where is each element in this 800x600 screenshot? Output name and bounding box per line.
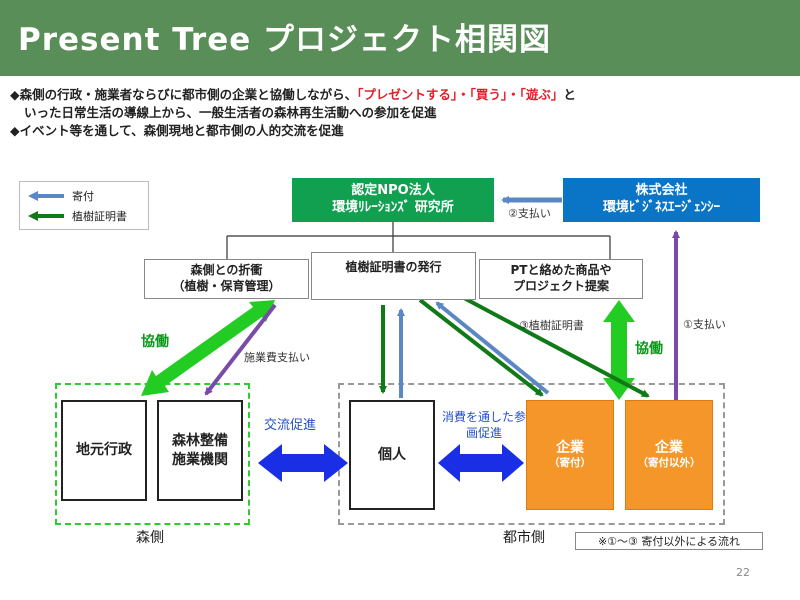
description: ◆森側の行政・施業者ならびに都市側の企業と協働しながら、「プレゼントする」・「買… (10, 86, 790, 140)
certificate-arrow-icon (28, 211, 64, 221)
enterprise1-line1: 企業 (556, 440, 584, 457)
task3-line2: プロジェクト提案 (512, 279, 609, 293)
payment2-label: ②支払い (508, 207, 551, 220)
bullet-line-2: いった日常生活の導線上から、一般生活者の森林再生活動への参加を促進 (24, 105, 437, 120)
exchange-arrow (258, 444, 348, 482)
title-bar: Present Tree プロジェクト相関図 (0, 0, 800, 76)
local-gov-label: 地元行政 (76, 442, 132, 459)
task-forest-negotiation: 森側との折衝 （植樹・保育管理） (144, 259, 309, 299)
individual-label: 個人 (378, 446, 406, 463)
task1-line1: 森側との折衝 (190, 263, 263, 278)
consumption-label: 消費を通した参画促進 (442, 410, 527, 440)
task3-line1: PTと絡めた商品や (510, 263, 612, 278)
forest-org-node: 森林整備 施業機関 (157, 400, 243, 501)
enterprise-donation-node: 企業 （寄付） (526, 400, 614, 510)
bullet-line-3: ◆イベント等を通して、森側現地と都市側の人的交流を促進 (10, 123, 344, 138)
corp-type: 株式会社 (635, 183, 688, 199)
legend-donation-label: 寄付 (72, 190, 94, 203)
individual-node: 個人 (349, 400, 435, 510)
local-government-node: 地元行政 (61, 400, 147, 501)
bullet-text: と (563, 87, 576, 102)
task-certificate-issuance: 植樹証明書の発行 (311, 252, 476, 300)
bullet-text: ◆森側の行政・施業者ならびに都市側の企業と協働しながら、 (10, 87, 358, 102)
legend-certificate-label: 植樹証明書 (72, 210, 127, 223)
forest-org-line2: 施業機関 (172, 451, 228, 468)
enterprise2-line2: （寄付以外） (637, 457, 701, 470)
page-number: 22 (736, 566, 750, 579)
exchange-label: 交流促進 (264, 418, 317, 433)
donation-arrow-icon (28, 191, 64, 201)
enterprise1-line2: （寄付） (549, 457, 591, 470)
npo-name: 認定NPO法人 (351, 183, 435, 199)
npo-bracket (226, 222, 611, 259)
task-product-proposal: PTと絡めた商品や プロジェクト提案 (479, 259, 643, 299)
certificate3-label: ③植樹証明書 (519, 319, 584, 332)
npo-node: 認定NPO法人 環境ﾘﾚｰｼｮﾝｽﾞ 研究所 (292, 178, 494, 222)
payment1-label: ①支払い (683, 318, 726, 331)
ent1-cert-arrow (418, 298, 544, 397)
bullet-line-1: ◆森側の行政・施業者ならびに都市側の企業と協働しながら、「プレゼントする」・「買… (10, 86, 790, 104)
coop-right-label: 協働 (635, 341, 663, 357)
cert3-arrow (463, 296, 650, 398)
ent1-donation-arrow (435, 301, 550, 395)
flow-note: ※①～③ 寄付以外による流れ (575, 532, 763, 550)
legend-certificate: 植樹証明書 (28, 208, 127, 224)
enterprise2-line1: 企業 (655, 440, 683, 457)
legend: 寄付 植樹証明書 (19, 181, 149, 230)
task1-line2: （植樹・保育管理） (172, 279, 281, 293)
forest-fee-label: 施業費支払い (244, 351, 310, 364)
city-group-label: 都市側 (503, 530, 545, 546)
consumption-arrow (438, 444, 524, 482)
coop-left-label: 協働 (141, 334, 169, 350)
city-group (338, 383, 725, 525)
forest-group-label: 森側 (136, 530, 164, 546)
enterprise-non-donation-node: 企業 （寄付以外） (625, 400, 713, 510)
forest-fee-arrow (204, 303, 277, 396)
corp-name: 環境ﾋﾞｼﾞﾈｽｴｰｼﾞｪﾝｼｰ (602, 200, 720, 215)
highlight-text: 「プレゼントする」・「買う」・「遊ぶ」 (357, 87, 564, 102)
npo-org: 環境ﾘﾚｰｼｮﾝｽﾞ 研究所 (332, 200, 454, 215)
legend-donation: 寄付 (28, 188, 94, 204)
corp-node: 株式会社 環境ﾋﾞｼﾞﾈｽｴｰｼﾞｪﾝｼｰ (563, 178, 760, 222)
task2-line1: 植樹証明書の発行 (345, 260, 442, 274)
page-title: Present Tree プロジェクト相関図 (18, 22, 552, 58)
forest-org-line1: 森林整備 (172, 433, 228, 450)
coop-left-arrow (141, 300, 275, 396)
